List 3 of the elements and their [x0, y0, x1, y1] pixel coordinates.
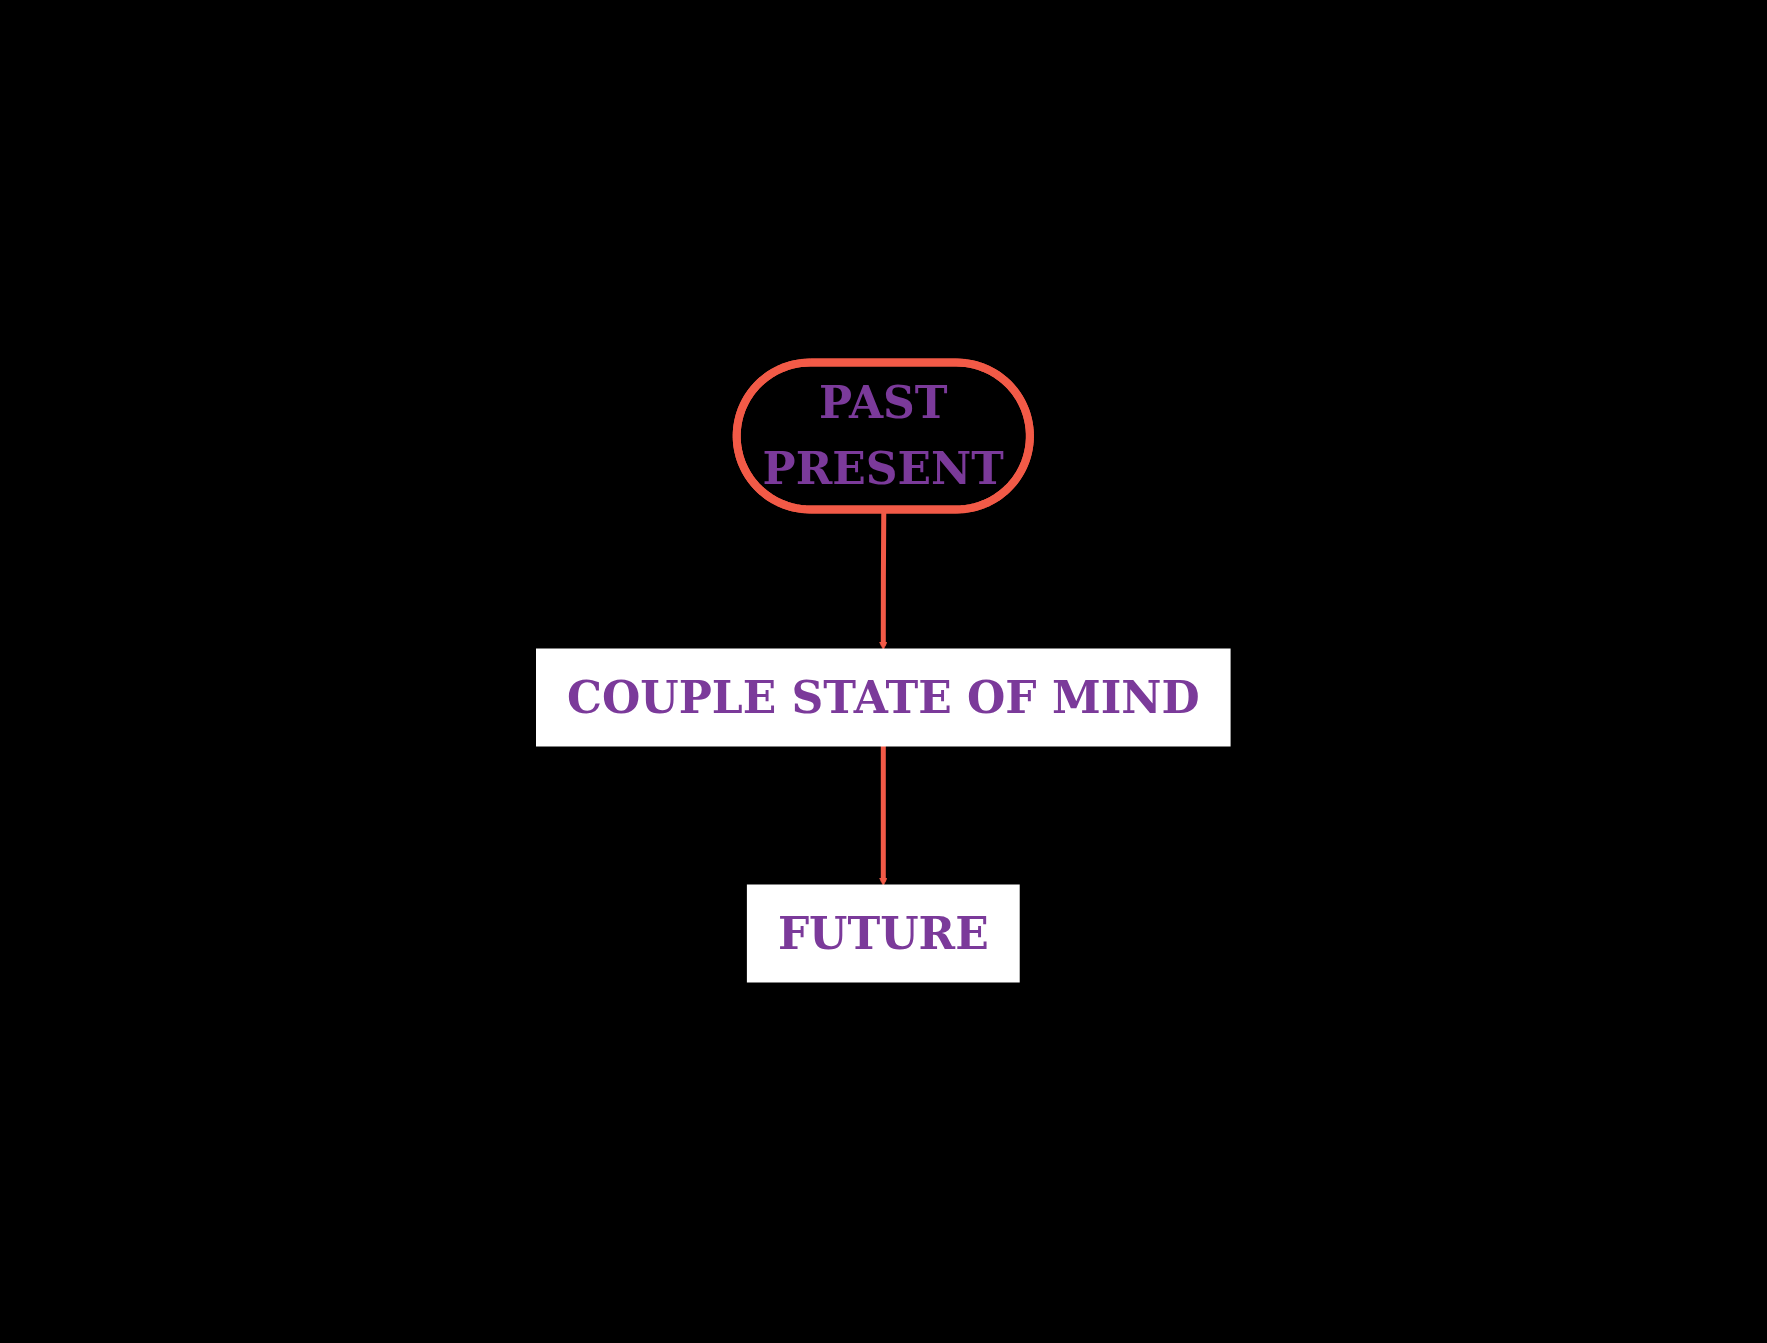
node-box: FUTURE [747, 884, 1020, 982]
arrow [879, 745, 888, 886]
node-box: COUPLE STATE OF MIND [536, 648, 1231, 746]
